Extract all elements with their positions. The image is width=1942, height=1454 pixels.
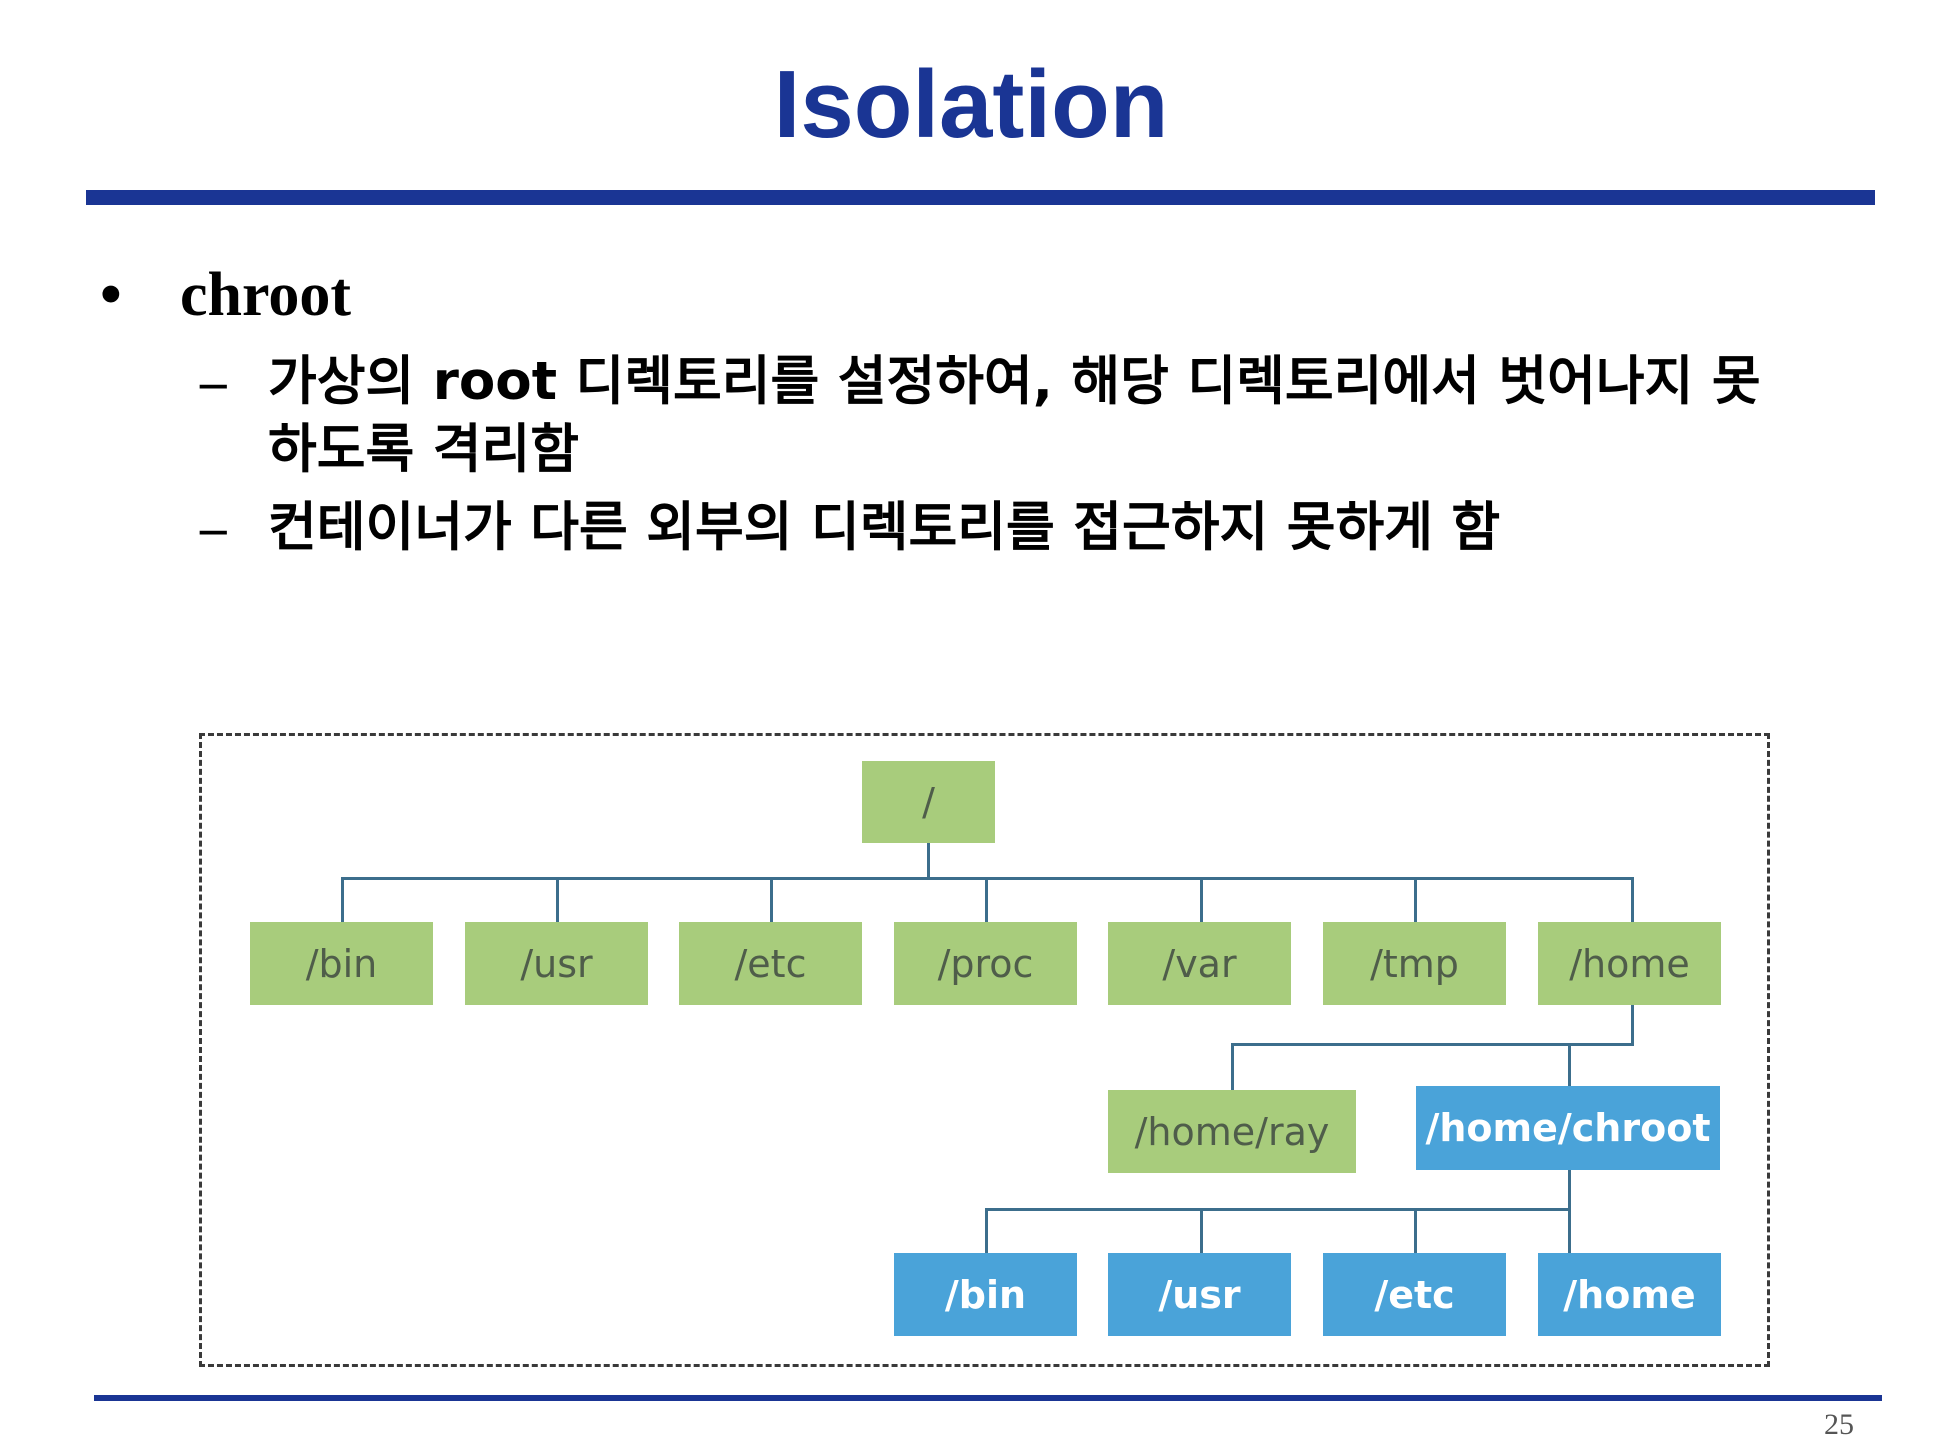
node-usr: /usr xyxy=(465,922,648,1005)
page-number: 25 xyxy=(1824,1408,1854,1441)
sub-bullet-1-text: 가상의 root 디렉토리를 설정하여, 해당 디렉토리에서 벗어나지 못하도록… xyxy=(268,351,1761,480)
node-home-chroot: /home/chroot xyxy=(1416,1086,1720,1170)
filesystem-diagram-frame xyxy=(199,733,1770,1367)
bullet-list: • chroot – 가상의 root 디렉토리를 설정하여, 해당 디렉토리에서… xyxy=(0,0,1942,600)
bullet-chroot-text: chroot xyxy=(180,261,352,329)
sub-bullet-2-text: 컨테이너가 다른 외부의 디렉토리를 접근하지 못하게 함 xyxy=(268,497,1501,558)
slide-title: Isolation xyxy=(773,51,1169,158)
title-underline xyxy=(86,190,1875,205)
node-tmp: /tmp xyxy=(1323,922,1506,1005)
node-home: /home xyxy=(1538,922,1721,1005)
sub-bullet-2-dash: – xyxy=(200,499,227,557)
bullet-dot: • xyxy=(100,261,122,329)
node-chroot-bin: /bin xyxy=(894,1253,1077,1336)
node-etc: /etc xyxy=(679,922,862,1005)
node-chroot-home: /home xyxy=(1538,1253,1721,1336)
node-var: /var xyxy=(1108,922,1291,1005)
node-proc: /proc xyxy=(894,922,1077,1005)
footer-rule xyxy=(94,1395,1882,1401)
sub-bullet-2: – 컨테이너가 다른 외부의 디렉토리를 접근하지 못하게 함 xyxy=(200,494,1798,562)
sub-bullet-1-dash: – xyxy=(200,353,227,411)
bullet-chroot: • chroot xyxy=(100,258,351,332)
node-chroot-etc: /etc xyxy=(1323,1253,1506,1336)
node-root: / xyxy=(862,761,995,843)
node-home-ray: /home/ray xyxy=(1108,1090,1356,1173)
node-bin: /bin xyxy=(250,922,433,1005)
sub-bullet-1: – 가상의 root 디렉토리를 설정하여, 해당 디렉토리에서 벗어나지 못하… xyxy=(200,348,1798,484)
node-chroot-usr: /usr xyxy=(1108,1253,1291,1336)
